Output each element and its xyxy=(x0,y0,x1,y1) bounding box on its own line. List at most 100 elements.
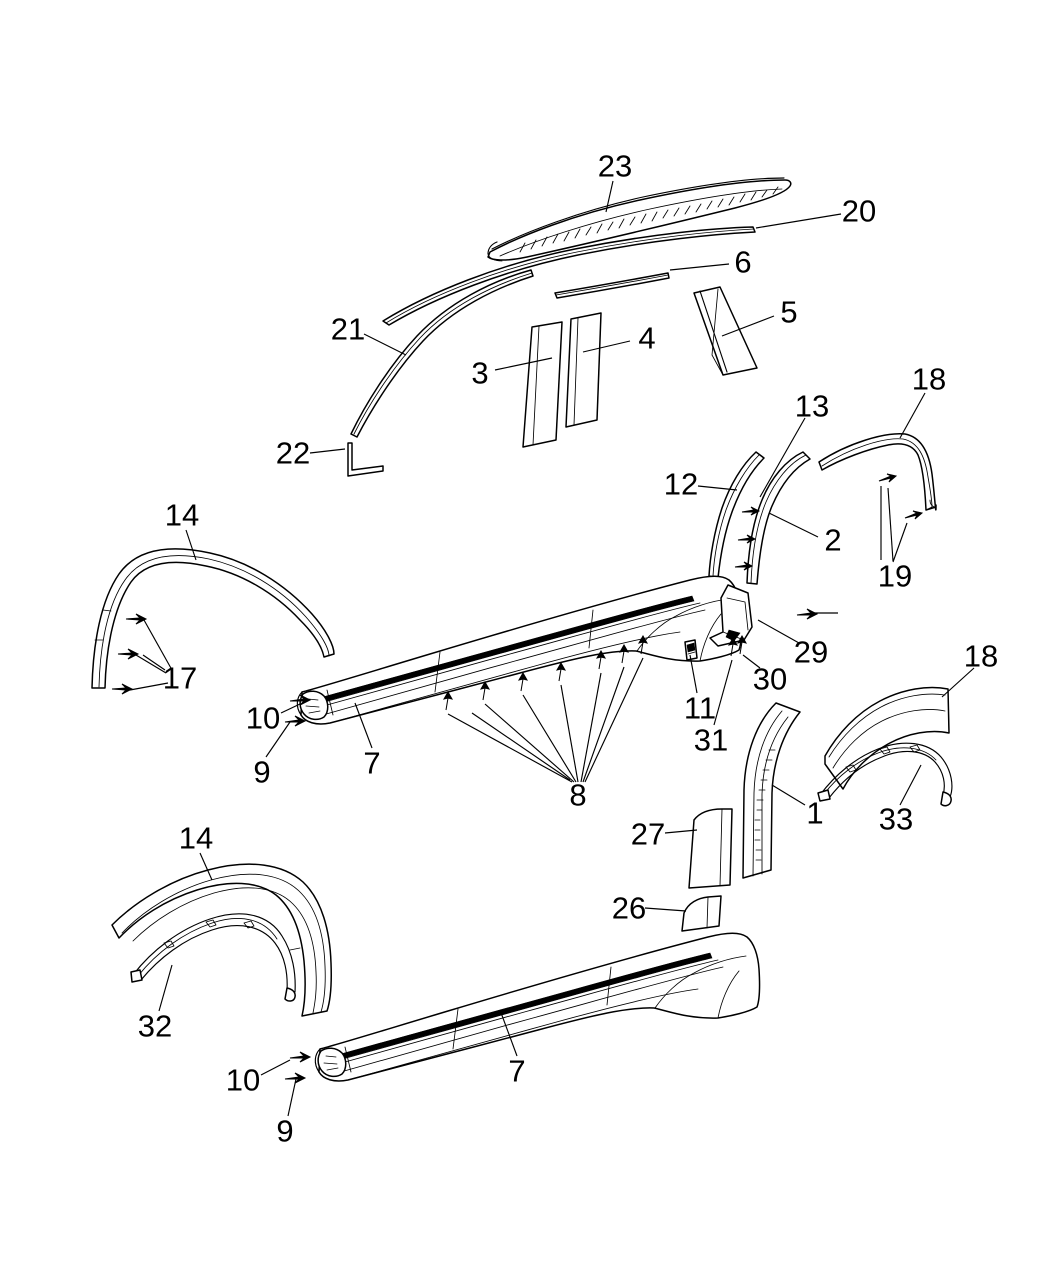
callout-leader-14 xyxy=(185,529,197,561)
callout-label-7b[interactable]: 7 xyxy=(508,1053,526,1089)
part-18-rear-wheel-flare-upper[interactable] xyxy=(818,433,937,511)
callout-leader-14b xyxy=(199,852,213,881)
callout-leader-18b xyxy=(941,667,975,698)
callout-label-9[interactable]: 9 xyxy=(253,754,271,790)
part-23-roof-rail-assembly[interactable] xyxy=(487,177,792,262)
part-6-roof-drip-molding-rear[interactable] xyxy=(554,272,670,299)
callout-leader-19 xyxy=(887,487,894,562)
callout-label-18b[interactable]: 18 xyxy=(963,638,999,674)
callout-label-14[interactable]: 14 xyxy=(164,497,200,533)
callout-leader-21 xyxy=(363,333,407,356)
callout-leader-10b xyxy=(260,1059,291,1076)
callout-leader-7b xyxy=(499,1009,518,1057)
part-14-front-wheel-opening-flare-lower[interactable] xyxy=(111,863,332,1017)
part-1-rear-door-cladding[interactable] xyxy=(742,702,801,879)
callout-label-22[interactable]: 22 xyxy=(275,435,311,471)
callout-leader-27 xyxy=(664,829,698,834)
callout-label-13[interactable]: 13 xyxy=(794,388,830,424)
part-8-leader-lines xyxy=(447,657,644,783)
callout-leader-23 xyxy=(605,180,614,213)
part-26-door-applique-lower-tape[interactable] xyxy=(681,895,722,932)
callout-label-29[interactable]: 29 xyxy=(793,634,829,670)
callout-leader-10 xyxy=(280,703,301,714)
part-7-rocker-sill-molding-lower[interactable] xyxy=(314,932,761,1082)
callout-label-9b[interactable]: 9 xyxy=(276,1113,294,1149)
callout-label-26[interactable]: 26 xyxy=(611,890,647,926)
part-20-roof-drip-molding-upper[interactable] xyxy=(382,226,756,326)
callout-label-19[interactable]: 19 xyxy=(877,558,913,594)
callout-label-10b[interactable]: 10 xyxy=(225,1062,261,1098)
part-10-sill-molding-screw-lower[interactable] xyxy=(289,1051,312,1063)
callout-leader-20 xyxy=(755,213,842,229)
part-21-a-pillar-roof-molding[interactable] xyxy=(350,269,534,438)
part-3-b-pillar-applique-front[interactable] xyxy=(522,321,563,448)
callout-label-33[interactable]: 33 xyxy=(878,801,914,837)
callout-label-12[interactable]: 12 xyxy=(663,466,699,502)
callout-leader-9 xyxy=(265,721,291,758)
callout-label-7[interactable]: 7 xyxy=(363,745,381,781)
callout-label-17[interactable]: 17 xyxy=(162,660,198,696)
part-10-sill-molding-screw[interactable] xyxy=(289,694,312,706)
part-29-rear-sill-end-cap[interactable] xyxy=(709,584,753,647)
part-4-b-pillar-applique-rear[interactable] xyxy=(565,312,602,428)
callout-label-6[interactable]: 6 xyxy=(734,244,752,280)
callout-leader-4 xyxy=(582,340,631,353)
callout-label-8[interactable]: 8 xyxy=(569,777,587,813)
part-27-door-applique-upper-tape[interactable] xyxy=(688,808,733,889)
part-11-molding-retainer-block[interactable] xyxy=(684,639,698,661)
part-19-flare-retaining-clips[interactable] xyxy=(878,473,924,520)
callout-label-2[interactable]: 2 xyxy=(824,522,842,558)
part-8-sill-molding-clip-set[interactable] xyxy=(442,634,649,711)
part-22-roof-molding-joint-clip[interactable] xyxy=(347,442,384,477)
callout-leader-22 xyxy=(309,448,346,454)
callout-leader-12 xyxy=(697,485,738,491)
callout-label-11[interactable]: 11 xyxy=(683,690,717,726)
callout-leader-1 xyxy=(771,784,806,806)
part-7-rocker-sill-molding-upper[interactable] xyxy=(296,575,743,725)
part-9-push-pin-retainer-right[interactable] xyxy=(796,608,819,620)
callout-label-10[interactable]: 10 xyxy=(245,700,281,736)
callout-leader-29 xyxy=(757,619,800,644)
part-13-molding-fastener-set[interactable] xyxy=(734,506,761,571)
callout-leader-30 xyxy=(742,654,761,669)
part-17-flare-attaching-clips[interactable] xyxy=(111,613,148,695)
callout-label-27[interactable]: 27 xyxy=(630,816,666,852)
callout-label-18[interactable]: 18 xyxy=(911,361,947,397)
callout-leader-5 xyxy=(721,315,775,337)
callout-leader-2 xyxy=(768,512,819,538)
callout-leader-3 xyxy=(494,357,553,371)
callout-label-4[interactable]: 4 xyxy=(638,320,656,356)
part-9-push-pin-retainer-lower[interactable] xyxy=(284,1072,307,1084)
part-32-wheel-flare-reinforcement-front[interactable] xyxy=(130,913,296,1002)
callout-label-14b[interactable]: 14 xyxy=(178,820,214,856)
callout-leader-26 xyxy=(644,907,687,912)
callout-label-1[interactable]: 1 xyxy=(806,795,824,831)
callout-leader-31 xyxy=(713,659,733,726)
part-31-end-cap-push-pin[interactable] xyxy=(727,636,739,657)
callout-leader-13 xyxy=(759,417,806,498)
callout-leader-7 xyxy=(354,702,373,749)
callout-label-3[interactable]: 3 xyxy=(471,355,489,391)
part-5-c-pillar-applique[interactable] xyxy=(693,286,758,376)
part-30-end-cap-screw[interactable] xyxy=(736,634,748,655)
part-14-front-wheel-opening-flare[interactable] xyxy=(91,548,335,689)
part-18-rear-wheel-flare-lower[interactable] xyxy=(824,686,950,790)
callout-label-32[interactable]: 32 xyxy=(137,1008,173,1044)
callout-leader-11 xyxy=(689,654,698,694)
callout-leader-lines xyxy=(142,180,975,1117)
callout-label-31[interactable]: 31 xyxy=(693,722,729,758)
callout-label-30[interactable]: 30 xyxy=(752,661,788,697)
callout-leader-33 xyxy=(899,764,922,806)
callout-label-5[interactable]: 5 xyxy=(780,294,798,330)
callout-leader-8 xyxy=(471,712,571,781)
part-33-wheel-flare-reinforcement[interactable] xyxy=(817,742,953,807)
callout-label-23[interactable]: 23 xyxy=(597,148,633,184)
callout-label-20[interactable]: 20 xyxy=(841,193,877,229)
part-2-rear-wheel-opening-flare[interactable] xyxy=(746,451,811,585)
callout-leader-17 xyxy=(142,654,166,671)
callout-label-21[interactable]: 21 xyxy=(330,311,366,347)
callout-leader-18 xyxy=(899,392,926,439)
part-9-push-pin-retainer[interactable] xyxy=(284,715,307,727)
